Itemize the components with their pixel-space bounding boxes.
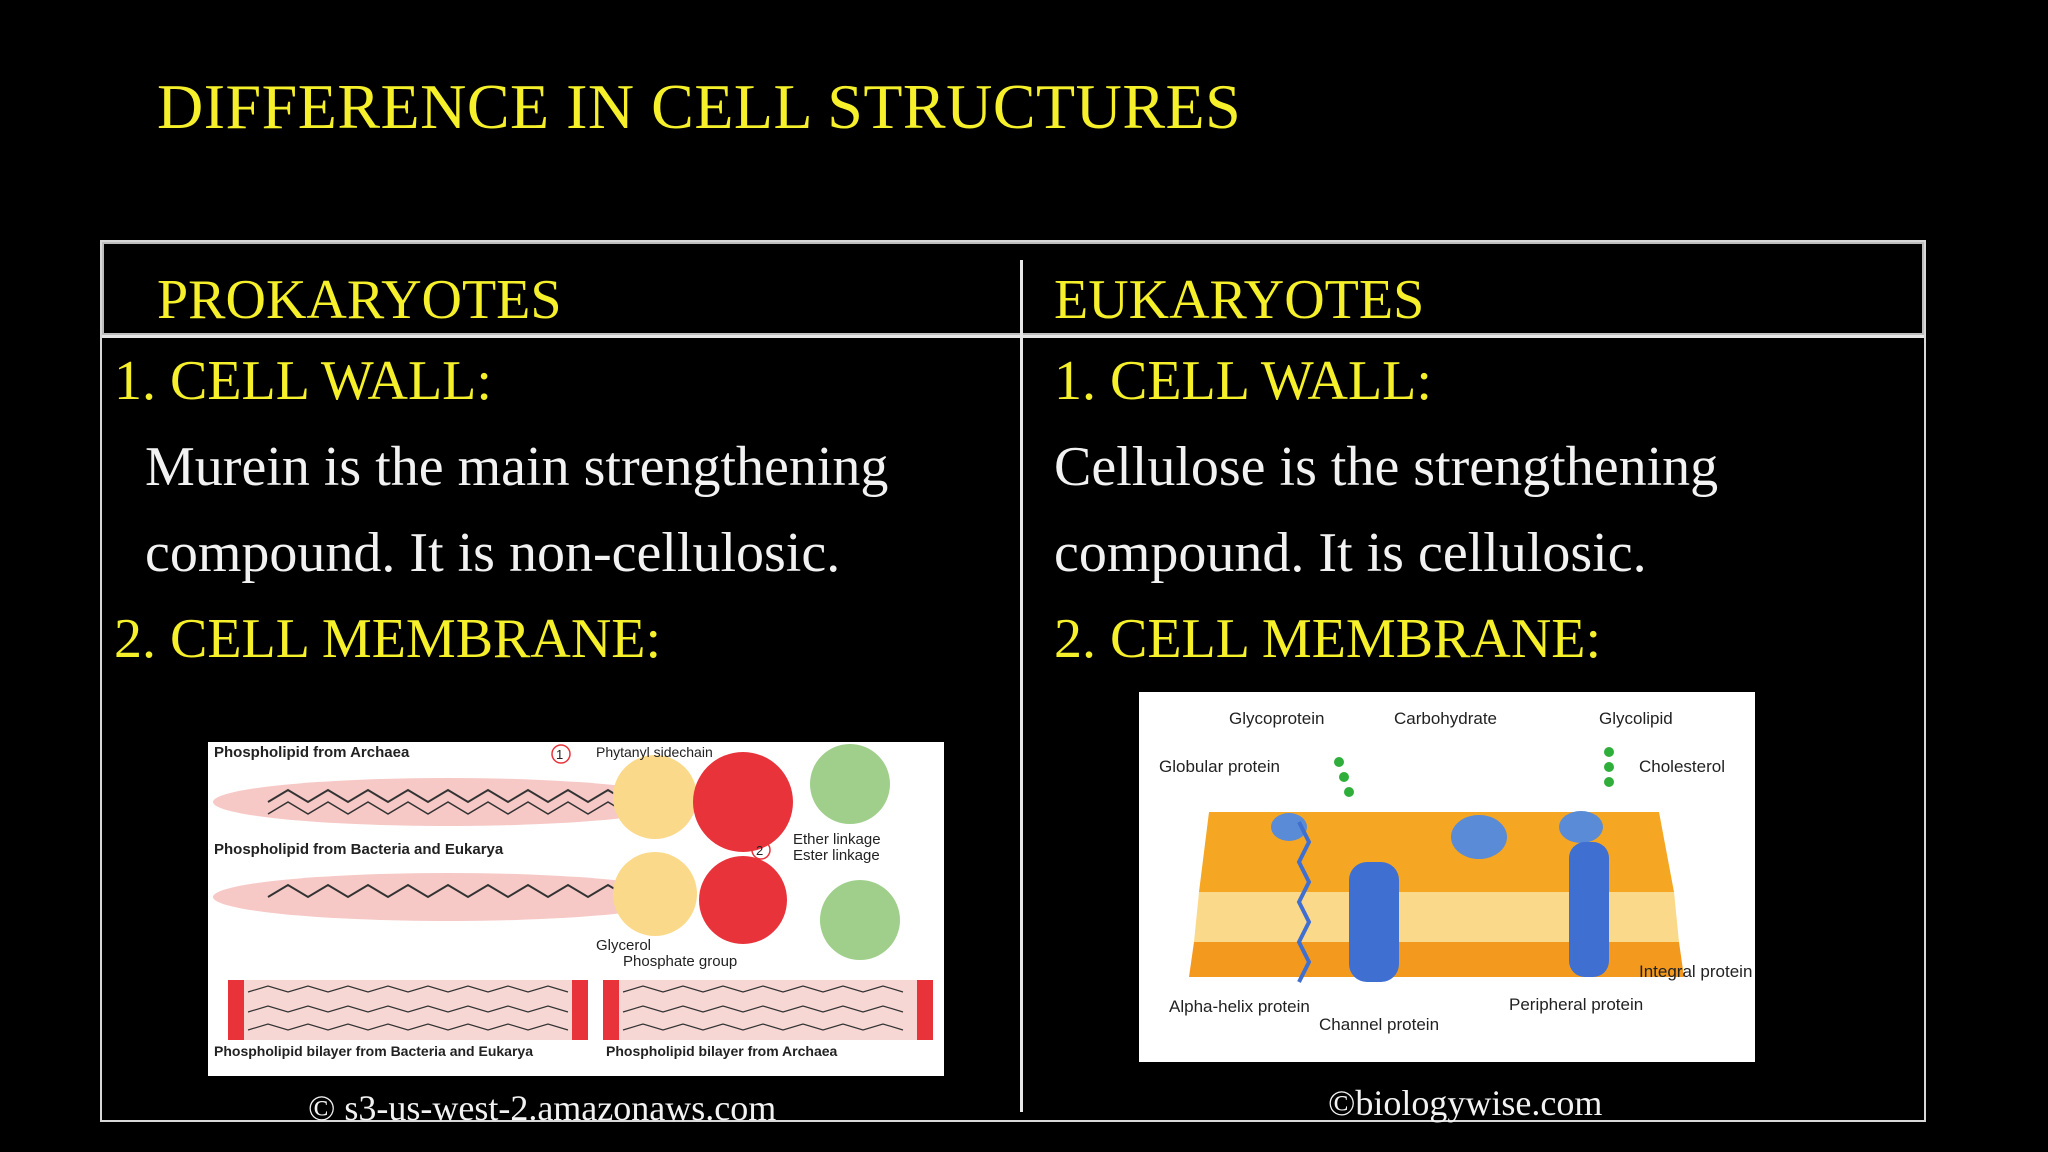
label-glycoprotein: Glycoprotein bbox=[1229, 709, 1324, 728]
eukaryotes-figure-credit: ©biologywise.com bbox=[1328, 1083, 1603, 1123]
label-ester: Ester linkage bbox=[793, 847, 880, 864]
eukaryotes-cell-wall-line1: Cellulose is the strengthening bbox=[1054, 436, 1719, 498]
table-header-row bbox=[102, 242, 1924, 338]
prokaryotes-figure-credit: © s3-us-west-2.amazonaws.com bbox=[308, 1088, 777, 1128]
label-cholesterol: Cholesterol bbox=[1639, 757, 1725, 776]
label-peripheral-protein: Peripheral protein bbox=[1509, 995, 1643, 1014]
label-bacteria-phospholipid: Phospholipid from Bacteria and Eukarya bbox=[214, 841, 504, 858]
label-bilayer-bacteria: Phospholipid bilayer from Bacteria and E… bbox=[214, 1043, 533, 1059]
label-bilayer-archaea: Phospholipid bilayer from Archaea bbox=[606, 1043, 838, 1059]
label-globular-protein: Globular protein bbox=[1159, 757, 1280, 776]
eukaryotes-header: EUKARYOTES bbox=[1054, 269, 1425, 331]
prokaryotes-cell-wall-line2: compound. It is non-cellulosic. bbox=[145, 522, 841, 584]
label-integral-protein: Integral protein bbox=[1639, 962, 1752, 981]
label-channel-protein: Channel protein bbox=[1319, 1015, 1439, 1034]
label-ether: Ether linkage bbox=[793, 831, 881, 848]
label-phytanyl: Phytanyl sidechain bbox=[596, 744, 713, 760]
prokaryotes-cell-wall-line1: Murein is the main strengthening bbox=[145, 436, 889, 498]
eukaryotes-cell-wall-heading: 1. CELL WALL: bbox=[1054, 350, 1432, 412]
label-glycolipid: Glycolipid bbox=[1599, 709, 1673, 728]
label-alpha-helix: Alpha-helix protein bbox=[1169, 997, 1310, 1016]
label-archaea-phospholipid: Phospholipid from Archaea bbox=[214, 744, 410, 761]
label-carbohydrate: Carbohydrate bbox=[1394, 709, 1497, 728]
prokaryotes-cell-wall-heading: 1. CELL WALL: bbox=[114, 350, 492, 412]
prokaryotes-cell-membrane-heading: 2. CELL MEMBRANE: bbox=[114, 608, 662, 670]
slide-title: DIFFERENCE IN CELL STRUCTURES bbox=[157, 71, 1242, 142]
prokaryotes-header: PROKARYOTES bbox=[157, 269, 562, 331]
column-divider bbox=[1020, 260, 1023, 1112]
marker-1: 1 bbox=[556, 747, 563, 762]
marker-2: 2 bbox=[756, 843, 763, 858]
label-phosphate: Phosphate group bbox=[623, 953, 737, 970]
cell-membrane-figure: Glycoprotein Carbohydrate Glycolipid Glo… bbox=[1139, 692, 1755, 1062]
phospholipid-figure: Phospholipid from Archaea 1 Phytanyl sid… bbox=[208, 742, 944, 1076]
label-glycerol: Glycerol bbox=[596, 937, 651, 954]
comparison-table: PROKARYOTES EUKARYOTES 1. CELL WALL: Mur… bbox=[100, 240, 1926, 1128]
eukaryotes-cell-wall-line2: compound. It is cellulosic. bbox=[1054, 522, 1647, 584]
eukaryotes-cell-membrane-heading: 2. CELL MEMBRANE: bbox=[1054, 608, 1602, 670]
